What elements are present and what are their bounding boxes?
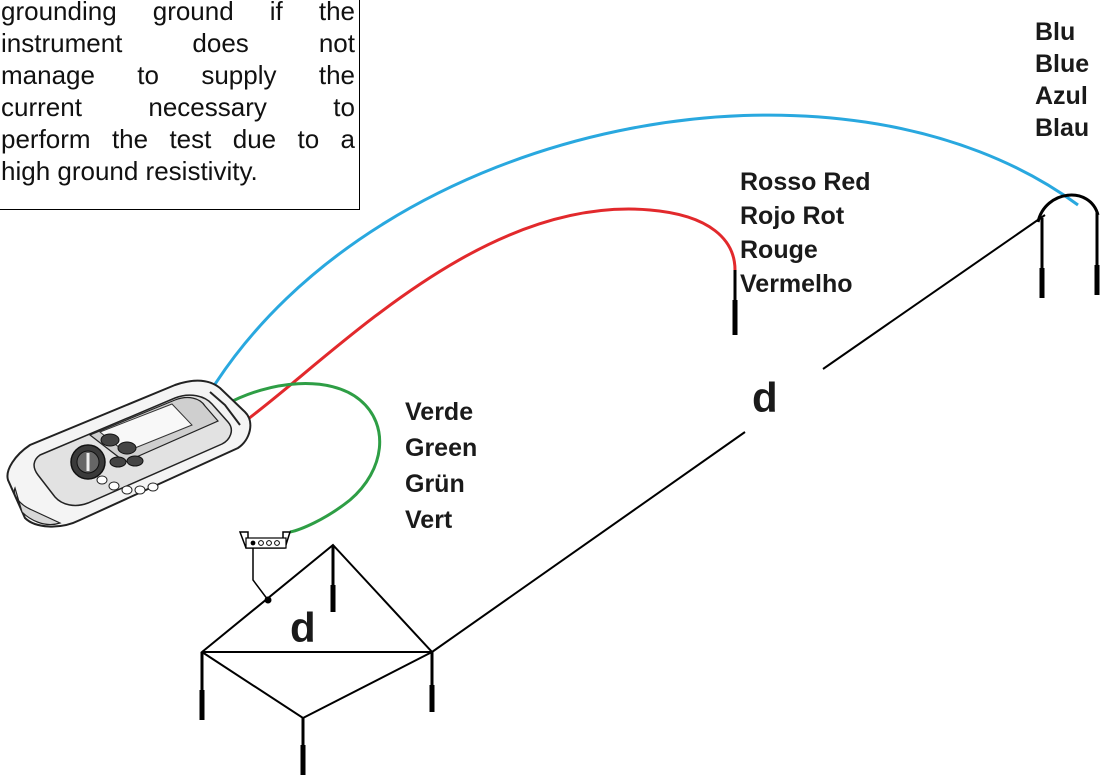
green-lead-label: Grün — [405, 470, 465, 498]
blue-lead-label: Blau — [1035, 114, 1089, 142]
note-line: instrument does not — [1, 28, 355, 58]
green-lead — [224, 382, 382, 534]
note-line: grounding ground if the — [1, 0, 355, 26]
note-line: manage to supply the — [1, 60, 355, 90]
blue-lead-label: Azul — [1035, 82, 1088, 110]
blue-lead-label: Blue — [1035, 50, 1089, 78]
distance-label-small: d — [290, 604, 316, 651]
clamp-wire — [252, 548, 269, 601]
meter-instrument — [6, 379, 252, 528]
note-box: grounding ground if the instrument does … — [0, 0, 360, 210]
current-electrode-arch — [1036, 193, 1100, 223]
green-lead-label: Vert — [405, 506, 453, 534]
red-lead — [239, 207, 737, 427]
terminal-clamp — [238, 531, 292, 549]
clamp-connection-point — [264, 596, 272, 604]
distance-line-upper — [822, 214, 1046, 370]
blue-lead — [208, 113, 1079, 393]
red-lead-label: Vermelho — [740, 270, 853, 298]
note-line: high ground resistivity. — [1, 156, 258, 186]
ground-grid — [200, 543, 434, 720]
distance-line-lower — [431, 431, 746, 653]
red-lead-label: Rouge — [740, 236, 818, 264]
green-lead-label: Verde — [405, 398, 473, 426]
green-lead-label: Green — [405, 434, 477, 462]
note-line: perform the test due to a — [1, 124, 355, 154]
red-lead-label: Rosso Red — [740, 168, 871, 196]
note-text: grounding ground if the instrument does … — [0, 0, 355, 187]
red-lead-label: Rojo Rot — [740, 202, 845, 230]
blue-lead-label: Blu — [1035, 18, 1075, 46]
distance-label-large: d — [752, 374, 778, 421]
note-line: current necessary to — [1, 92, 355, 122]
